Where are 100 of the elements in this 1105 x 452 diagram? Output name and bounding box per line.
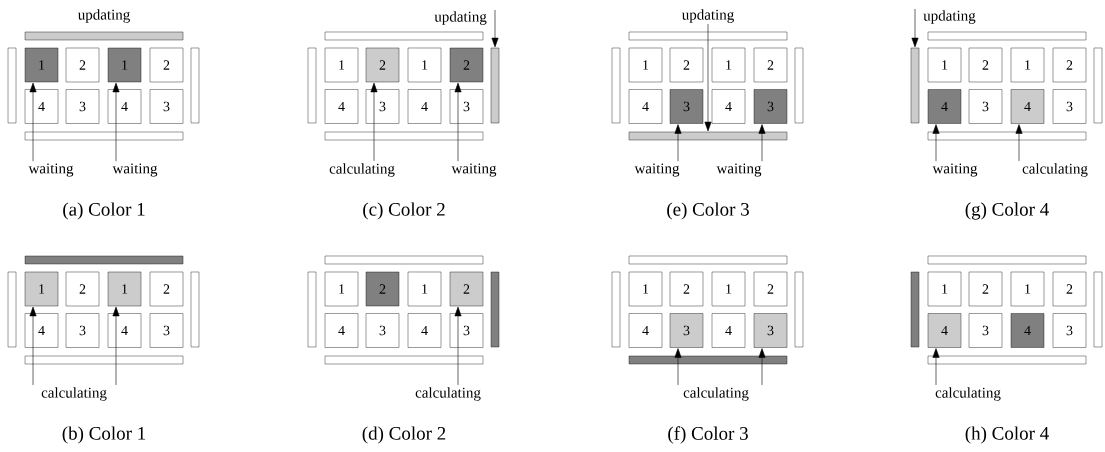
bar xyxy=(794,271,804,348)
leader-label: waiting xyxy=(932,163,978,177)
grid-cell: 2 xyxy=(968,47,1003,83)
grid-cell: 1 xyxy=(407,47,442,83)
grid-cell: 1 xyxy=(24,271,59,307)
leader-label: calculating xyxy=(683,387,749,401)
leader-label: updating xyxy=(434,11,487,25)
leader-label: updating xyxy=(681,9,734,23)
grid-cell: 3 xyxy=(365,89,400,124)
leader-arrow xyxy=(758,348,766,386)
leader-arrow xyxy=(454,82,462,162)
grid-cell: 2 xyxy=(1052,47,1087,83)
leader-arrow xyxy=(758,124,766,162)
bar xyxy=(24,355,184,365)
grid-cell: 4 xyxy=(324,313,359,348)
bar xyxy=(628,355,788,365)
grid-cell: 1 xyxy=(711,271,746,307)
grid-cell: 3 xyxy=(149,89,184,124)
grid-cell: 1 xyxy=(711,47,746,83)
caption: (e) Color 3 xyxy=(667,202,749,220)
bar xyxy=(927,255,1087,265)
grid-cell: 4 xyxy=(711,89,746,124)
grid-cell: 4 xyxy=(927,89,962,124)
leader-label: waiting xyxy=(634,163,680,177)
grid-cell: 4 xyxy=(24,313,59,348)
bar xyxy=(7,47,17,124)
bar xyxy=(1093,271,1103,348)
bar xyxy=(794,47,804,124)
grid-cell: 2 xyxy=(669,47,704,83)
bar xyxy=(490,47,500,124)
bar xyxy=(611,271,621,348)
grid-cell: 4 xyxy=(927,313,962,348)
bar xyxy=(611,47,621,124)
leader-arrow xyxy=(29,82,37,162)
leader-label: updating xyxy=(923,10,976,24)
grid-cell: 4 xyxy=(407,89,442,124)
grid-cell: 3 xyxy=(65,313,100,348)
grid-cell: 4 xyxy=(1010,313,1045,348)
leader-arrow xyxy=(1015,124,1023,162)
bar xyxy=(324,131,484,141)
grid-cell: 2 xyxy=(968,271,1003,307)
bar xyxy=(490,271,500,348)
leader-arrow xyxy=(911,8,919,48)
grid-cell: 3 xyxy=(365,313,400,348)
grid-cell: 1 xyxy=(628,271,663,307)
grid-cell: 4 xyxy=(711,313,746,348)
grid-cell: 2 xyxy=(149,47,184,83)
bar xyxy=(24,255,184,265)
grid-cell: 2 xyxy=(449,47,484,83)
bar xyxy=(24,131,184,141)
bar xyxy=(628,255,788,265)
grid-cell: 2 xyxy=(65,47,100,83)
grid-cell: 2 xyxy=(753,47,788,83)
grid-cell: 2 xyxy=(669,271,704,307)
bar xyxy=(190,47,200,124)
grid-cell: 1 xyxy=(407,271,442,307)
caption: (b) Color 1 xyxy=(62,426,146,444)
leader-label: calculating xyxy=(935,387,1001,401)
grid-cell: 1 xyxy=(927,271,962,307)
grid-cell: 1 xyxy=(107,271,142,307)
bar xyxy=(24,31,184,41)
leader-arrow xyxy=(112,306,120,386)
grid-cell: 1 xyxy=(1010,47,1045,83)
leader-label: calculating xyxy=(1022,163,1088,177)
bar xyxy=(190,271,200,348)
leader-arrow xyxy=(370,82,378,162)
bar xyxy=(628,131,788,141)
grid-cell: 1 xyxy=(1010,271,1045,307)
leader-label: calculating xyxy=(415,387,481,401)
grid-cell: 2 xyxy=(149,271,184,307)
grid-cell: 3 xyxy=(753,313,788,348)
leader-arrow xyxy=(454,306,462,386)
leader-arrow xyxy=(704,23,712,132)
grid-cell: 1 xyxy=(324,271,359,307)
bar xyxy=(324,255,484,265)
grid-cell: 3 xyxy=(753,89,788,124)
caption: (c) Color 2 xyxy=(363,202,445,220)
bar xyxy=(307,271,317,348)
bar xyxy=(910,47,920,124)
bar xyxy=(927,31,1087,41)
grid-cell: 2 xyxy=(365,47,400,83)
leader-label: waiting xyxy=(451,163,497,177)
caption: (h) Color 4 xyxy=(965,426,1049,444)
grid-cell: 2 xyxy=(65,271,100,307)
grid-cell: 2 xyxy=(753,271,788,307)
bar xyxy=(910,271,920,348)
grid-cell: 4 xyxy=(407,313,442,348)
bar xyxy=(628,31,788,41)
leader-arrow xyxy=(932,124,940,162)
leader-arrow xyxy=(491,9,499,48)
bar-caption: updating xyxy=(77,9,130,23)
bar xyxy=(324,31,484,41)
grid-cell: 4 xyxy=(107,89,142,124)
bar xyxy=(7,271,17,348)
grid-cell: 1 xyxy=(628,47,663,83)
leader-arrow xyxy=(112,82,120,162)
grid-cell: 3 xyxy=(1052,89,1087,124)
grid-cell: 4 xyxy=(628,313,663,348)
bar xyxy=(307,47,317,124)
grid-cell: 4 xyxy=(628,89,663,124)
